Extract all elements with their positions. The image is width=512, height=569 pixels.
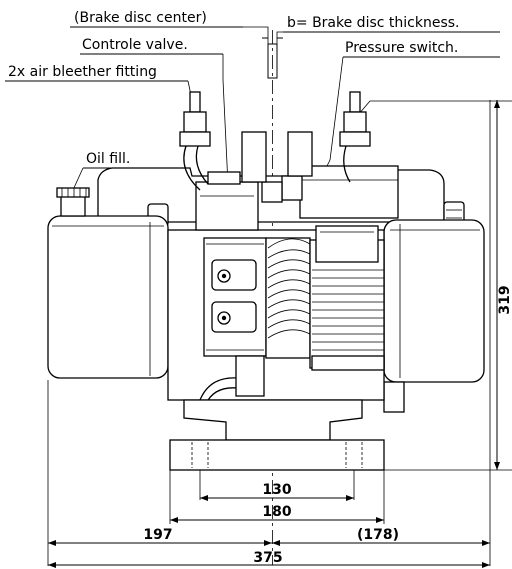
label-brake-disc-center: (Brake disc center) bbox=[74, 10, 207, 26]
label-oil-fill: Oil fill. bbox=[86, 151, 130, 167]
dimension-180: 180 bbox=[262, 504, 291, 520]
dimension-197: 197 bbox=[143, 527, 172, 543]
label-control-valve: Controle valve. bbox=[82, 37, 188, 53]
flange-bolt-holes bbox=[191, 442, 363, 468]
right-bleeder-fitting bbox=[339, 91, 371, 183]
dimension-178: (178) bbox=[357, 527, 399, 543]
label-air-bleeder-fitting: 2x air bleether fitting bbox=[8, 64, 157, 80]
dimension-130: 130 bbox=[262, 482, 291, 498]
left-bleeder-fitting bbox=[179, 91, 211, 191]
dimension-319: 319 bbox=[497, 285, 512, 314]
motor-ribs bbox=[312, 269, 384, 351]
label-brake-disc-thickness: b= Brake disc thickness. bbox=[287, 15, 459, 31]
brake-disc-marker bbox=[262, 30, 283, 565]
dimension-lines bbox=[47, 100, 512, 568]
dimension-375: 375 bbox=[253, 550, 282, 566]
cooling-fins bbox=[267, 238, 311, 339]
label-pressure-switch: Pressure switch. bbox=[345, 40, 458, 56]
caliper-unit-drawing bbox=[47, 91, 485, 471]
